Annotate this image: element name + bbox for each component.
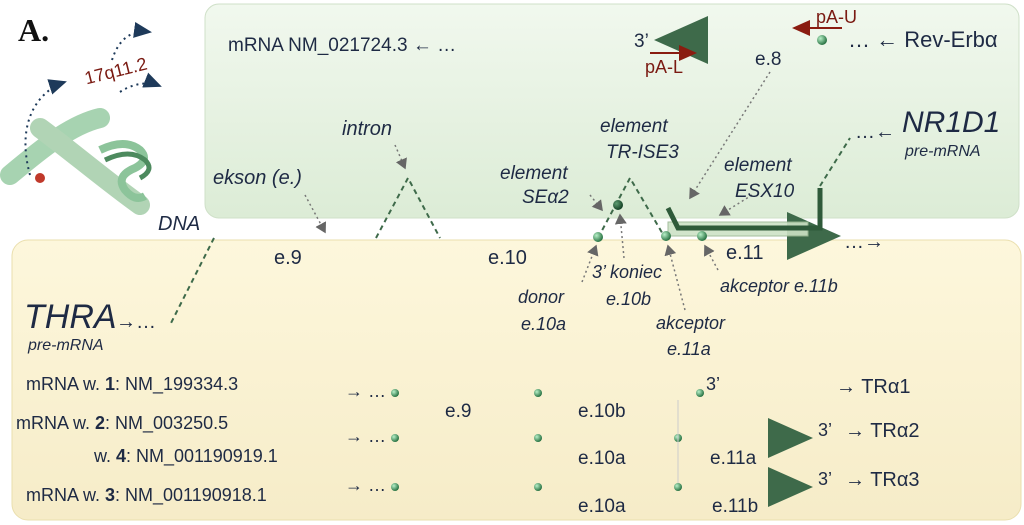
transcript-3-label: mRNA w. 3: NM_001190918.1 (26, 485, 267, 505)
nr1d1-name: NR1D1 (902, 106, 1001, 139)
transcript-2-node-b (534, 434, 542, 442)
transcript-2-exon-a: e.10a (578, 448, 626, 469)
ekson-pointer (304, 194, 326, 234)
transcript-3-node-b (534, 483, 542, 491)
transcript-2-lead: → … (345, 426, 387, 446)
transcript-4-label: w. 4: NM_001190919.1 (94, 446, 278, 466)
transcript-1-exon-b: e.10b (578, 401, 626, 422)
acceptor-b-node (697, 231, 707, 241)
transcript-2-product: → TRα2 (845, 420, 920, 442)
sea2-pointer (589, 194, 603, 212)
trise-label-2: TR-ISE3 (606, 142, 679, 163)
three-end-label-1: 3’ koniec (592, 262, 663, 282)
acceptor-a-label-2: e.11a (667, 339, 711, 359)
primer-u-label: pA-U (816, 7, 858, 27)
thra-sub: pre-mRNA (28, 337, 104, 354)
rev-three-prime: 3’ (634, 31, 649, 52)
mrna-rev-label: mRNA NM_021724.3 ← … (228, 35, 457, 56)
thra-name: THRA (24, 298, 117, 336)
transcript-2-end: 3’ (818, 420, 833, 440)
transcript-1-label: mRNA w. 1: NM_199334.3 (26, 374, 239, 394)
e10-label: e.10 (488, 247, 527, 269)
transcript-1-node-c (696, 389, 704, 397)
donor-label-1: donor (518, 287, 565, 307)
e11-label: e.11 (726, 242, 764, 264)
nr1d1-arrow: …← (855, 121, 895, 143)
primer-l-label: pA-L (645, 57, 684, 77)
esx10-pointer (718, 194, 753, 216)
donor-label-2: e.10a (521, 314, 567, 334)
transcript-1-product: → TRα1 (836, 376, 911, 398)
ekson-label: ekson (e.) (213, 167, 302, 189)
locus-arrow-3 (119, 72, 162, 93)
three-end-label-2: e.10b (606, 289, 652, 309)
transcript-3-exon-b: e.11b (712, 496, 759, 517)
esx10-label-1: element (724, 155, 792, 176)
three-end-pointer (614, 213, 627, 259)
transcript-3-exon-a: e.10a (578, 496, 626, 517)
intron-10 (597, 175, 665, 239)
e9-label: e.9 (274, 247, 302, 269)
locus-arrow-2 (111, 21, 152, 61)
transcript-1-node-a (391, 389, 399, 397)
transcript-3-node-a (391, 483, 399, 491)
donor-node (593, 232, 603, 242)
top-panel (204, 3, 1020, 219)
transcript-1-end: 3’ (706, 374, 721, 394)
transcript-3-end: 3’ (818, 469, 833, 489)
dna-label: DNA (158, 213, 201, 235)
sea2-label-1: element (500, 163, 568, 184)
rev-erb-label: … ← Rev-Erbα (848, 27, 998, 52)
transcript-2-node-a (391, 434, 399, 442)
acceptor-a-label-1: akceptor (656, 313, 726, 333)
transcript-3-node-c (674, 483, 682, 491)
acceptor-b-label: akceptor e.11b (720, 276, 838, 296)
intron-label: intron (342, 118, 393, 140)
chromosome-icon (0, 108, 152, 215)
acceptor-a-pointer (664, 244, 686, 311)
transcript-2-exon-b: e.11a (710, 448, 757, 469)
transcript-3-lead: → … (345, 475, 387, 495)
nr1d1-sub: pre-mRNA (905, 143, 981, 160)
esx10-label-2: ESX10 (735, 181, 795, 202)
donor-pointer (581, 244, 599, 283)
thra-intron (169, 237, 215, 326)
transcript-2-label: mRNA w. 2: NM_003250.5 (16, 413, 229, 433)
sea2-label-2: SEα2 (522, 187, 569, 208)
transcript-1-node-b (534, 389, 542, 397)
intron-9 (375, 175, 441, 239)
transcript-1-exon-a: e.9 (445, 401, 472, 422)
transcript-3-product: → TRα3 (845, 469, 920, 491)
thra-arrow: →… (116, 311, 156, 333)
nr1d1-intron (819, 137, 851, 187)
exon-e8-label: e.8 (755, 49, 782, 70)
end-arrow: …→ (844, 231, 884, 253)
acceptor-a-node (661, 231, 671, 241)
transcript-1-lead: → … (345, 381, 387, 401)
rev-erb-node (817, 35, 827, 45)
trise-label-1: element (600, 116, 668, 137)
panel-label: A. (18, 12, 50, 48)
nr1d1-overlap (665, 188, 823, 231)
three-end-node (613, 200, 623, 210)
intron-pointer (394, 144, 407, 170)
